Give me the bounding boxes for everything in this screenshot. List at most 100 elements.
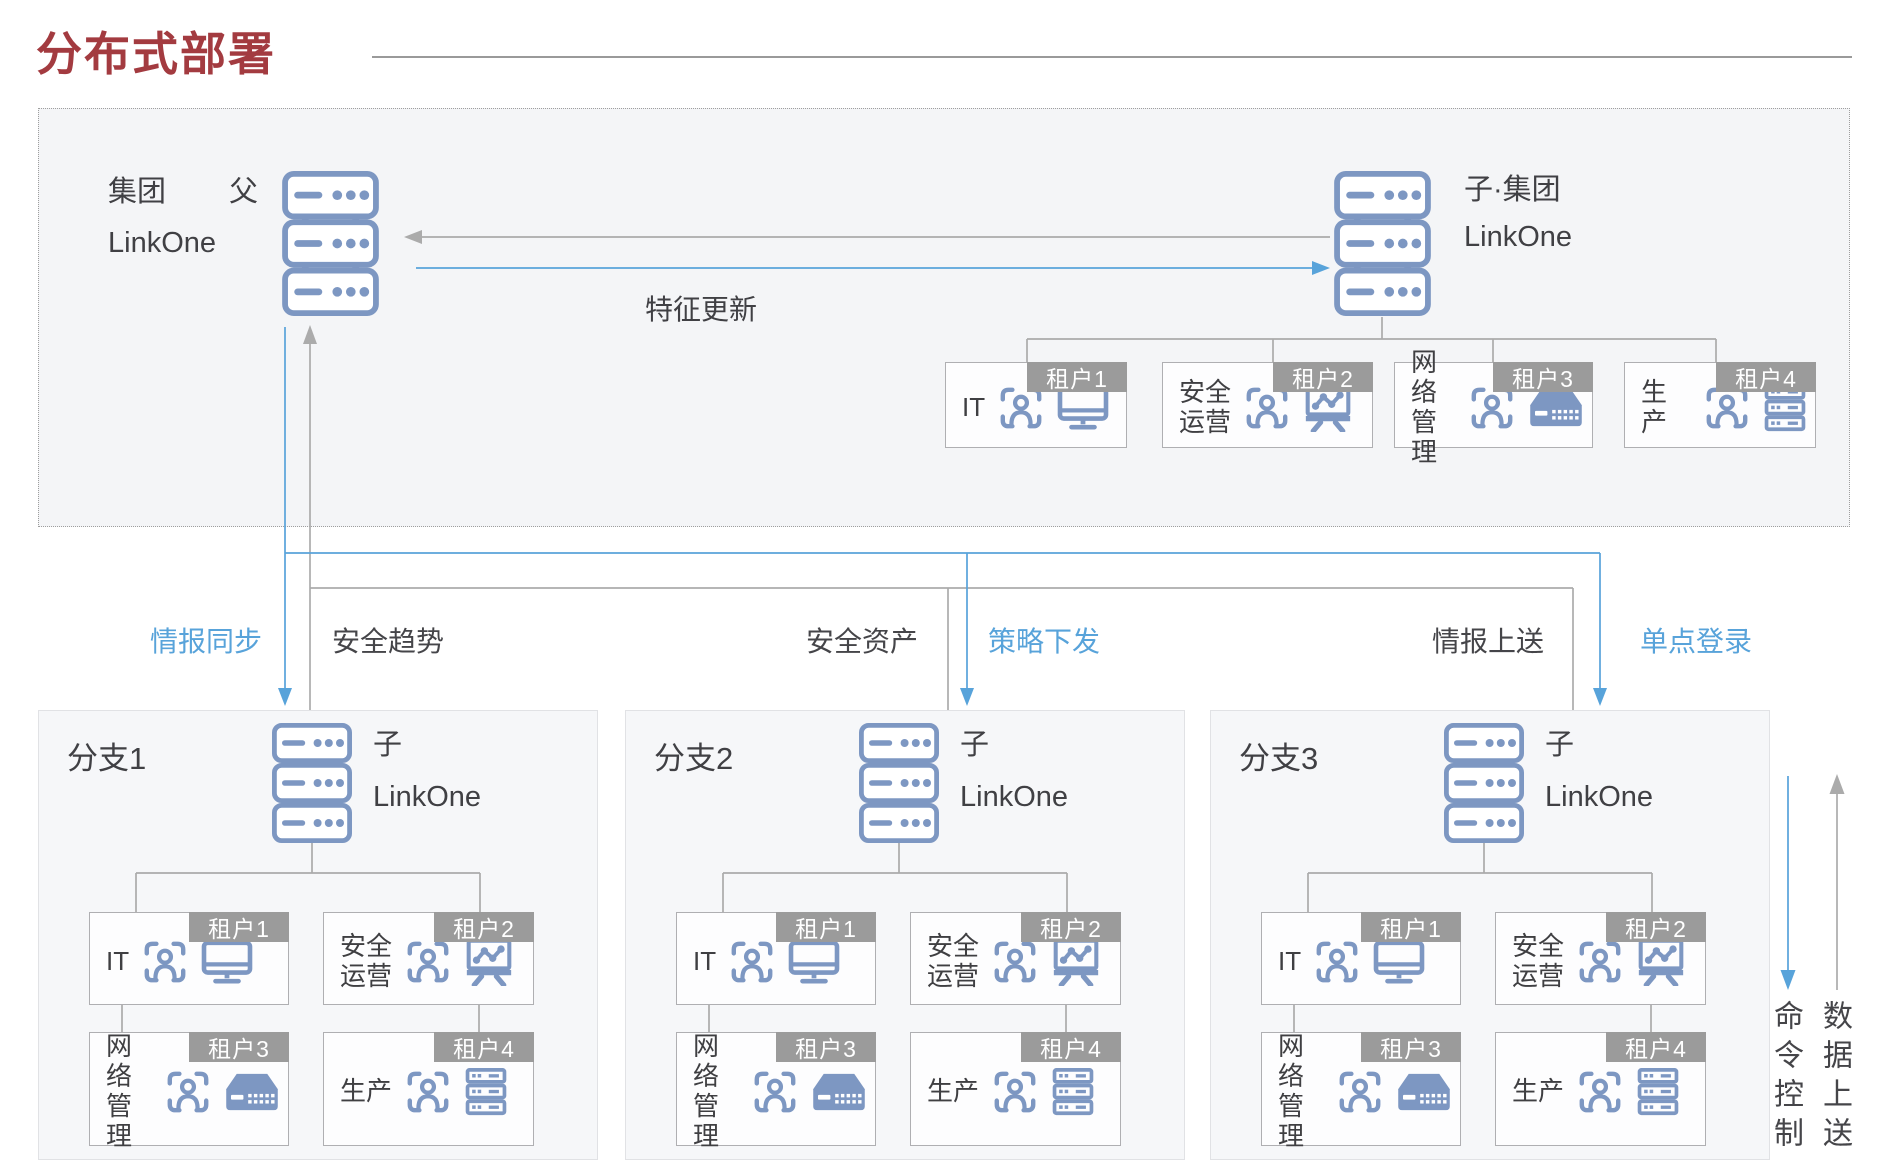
tenant-card: 租户2 安全 运营 xyxy=(1495,912,1706,1005)
presentation-board-icon xyxy=(1051,938,1101,986)
network-switch-icon xyxy=(1396,1071,1452,1113)
monitor-icon xyxy=(1373,939,1425,985)
user-scan-icon xyxy=(992,1069,1038,1115)
server-stack-icon xyxy=(859,723,939,843)
branch-box: 分支1 子 LinkOne 租户1 IT 租户2 安全 运营 xyxy=(38,710,598,1160)
command-control-label: 命令控制 xyxy=(1769,1000,1802,1156)
tenant-card: 租户4 生产 xyxy=(1495,1032,1706,1146)
branch-server-role: 子 xyxy=(373,729,403,761)
tenant-label: 网络 管理 xyxy=(693,1031,720,1151)
network-switch-icon xyxy=(811,1071,867,1113)
branch-name: 分支2 xyxy=(654,741,734,776)
tenant-tag: 租户4 xyxy=(1716,362,1816,392)
user-scan-icon xyxy=(992,939,1038,985)
tenant-card: 租户3 网络 管理 xyxy=(1261,1031,1461,1151)
tenant-tag: 租户4 xyxy=(1606,1032,1706,1062)
parent-role-label: 父 xyxy=(228,176,258,208)
tenant-label: 安全 运营 xyxy=(1179,377,1232,437)
branch-box: 分支2 子 LinkOne 租户1 IT 租户2 安全 运营 xyxy=(625,710,1185,1160)
network-switch-icon xyxy=(1528,387,1584,429)
branch-name: 分支3 xyxy=(1239,741,1319,776)
tenant-tag: 租户4 xyxy=(434,1032,534,1062)
branch-name: 分支1 xyxy=(67,741,147,776)
child-org-label: 子·集团 xyxy=(1464,174,1561,206)
flow-label-security-trend: 安全趋势 xyxy=(332,626,445,657)
tenant-card: 租户4 生产 xyxy=(1624,362,1816,448)
flow-label-intel-sync: 情报同步 xyxy=(150,626,263,657)
branch-box: 分支3 子 LinkOne 租户1 IT 租户2 安全 运营 xyxy=(1210,710,1770,1160)
tenant-card: 租户3 网络 管理 xyxy=(89,1031,289,1151)
tenant-label: 生产 xyxy=(1512,1076,1565,1107)
tenant-card: 租户4 生产 xyxy=(323,1032,534,1146)
tenant-card: 租户1 IT xyxy=(945,362,1127,448)
server-rack-icon xyxy=(464,1068,508,1116)
tenant-card: 租户3 网络 管理 xyxy=(676,1031,876,1151)
flow-label-sso: 单点登录 xyxy=(1640,626,1753,657)
server-rack-icon xyxy=(1051,1068,1095,1116)
parent-server-labels: 集团 父 LinkOne xyxy=(108,178,258,258)
server-stack-icon xyxy=(1444,723,1524,843)
user-scan-icon xyxy=(405,939,451,985)
tenant-tag: 租户1 xyxy=(1027,362,1127,392)
tenant-label: 网络 管理 xyxy=(1278,1031,1305,1151)
tenant-card: 租户3 网络 管理 xyxy=(1394,347,1593,467)
monitor-icon xyxy=(788,939,840,985)
tenant-tag: 租户4 xyxy=(1021,1032,1121,1062)
flow-label-security-asset: 安全资产 xyxy=(806,626,919,657)
tenant-tag: 租户3 xyxy=(776,1032,876,1062)
tenant-tag: 租户1 xyxy=(1361,912,1461,942)
tenant-tag: 租户3 xyxy=(1493,362,1593,392)
user-scan-icon xyxy=(752,1069,798,1115)
parent-product-label: LinkOne xyxy=(108,227,217,259)
page-title: 分布式部署 xyxy=(36,28,276,80)
tenant-label: 安全 运营 xyxy=(340,930,393,991)
tenant-label: 网络 管理 xyxy=(106,1031,133,1151)
tenant-tag: 租户2 xyxy=(1021,912,1121,942)
tenant-label: 安全 运营 xyxy=(1512,930,1565,991)
user-scan-icon xyxy=(1577,939,1623,985)
tenant-label: 生产 xyxy=(340,1076,393,1107)
server-stack-icon xyxy=(1334,171,1431,316)
tenant-label: IT xyxy=(962,392,986,423)
tenant-card: 租户4 生产 xyxy=(910,1032,1121,1146)
branch-server-product: LinkOne xyxy=(1545,781,1654,813)
presentation-board-icon xyxy=(464,938,514,986)
flow-label-policy-push: 策略下发 xyxy=(988,626,1101,657)
tenant-card: 租户1 IT xyxy=(676,912,876,1005)
tenant-tag: 租户2 xyxy=(1273,362,1373,392)
data-upload-label: 数据上送 xyxy=(1818,1000,1851,1156)
branch-server-role: 子 xyxy=(960,729,990,761)
tenant-tag: 租户3 xyxy=(189,1032,289,1062)
user-scan-icon xyxy=(729,939,775,985)
server-rack-icon xyxy=(1636,1068,1680,1116)
tenant-card: 租户2 安全 运营 xyxy=(323,912,534,1005)
branch-server-role: 子 xyxy=(1545,729,1575,761)
tenant-tag: 租户1 xyxy=(776,912,876,942)
tenant-tag: 租户1 xyxy=(189,912,289,942)
tenant-label: IT xyxy=(106,945,130,976)
tenant-tag: 租户2 xyxy=(434,912,534,942)
user-scan-icon xyxy=(1314,939,1360,985)
user-scan-icon xyxy=(142,939,188,985)
tenant-label: IT xyxy=(693,945,717,976)
tenant-tag: 租户3 xyxy=(1361,1032,1461,1062)
tenant-label: 生产 xyxy=(927,1076,980,1107)
child-product-label: LinkOne xyxy=(1464,221,1573,253)
tenant-label: 网络 管理 xyxy=(1411,347,1438,467)
tenant-label: 生产 xyxy=(1641,377,1668,437)
tenant-card: 租户1 IT xyxy=(1261,912,1461,1005)
user-scan-icon xyxy=(165,1069,211,1115)
user-scan-icon xyxy=(405,1069,451,1115)
user-scan-icon xyxy=(1577,1069,1623,1115)
tenant-label: 安全 运营 xyxy=(927,930,980,991)
tenant-card: 租户1 IT xyxy=(89,912,289,1005)
server-stack-icon xyxy=(272,723,352,843)
tenant-card: 租户2 安全 运营 xyxy=(1162,362,1373,448)
monitor-icon xyxy=(201,939,253,985)
feature-update-label: 特征更新 xyxy=(645,294,758,325)
branch-server-product: LinkOne xyxy=(960,781,1069,813)
title-rule xyxy=(372,56,1852,58)
user-scan-icon xyxy=(1337,1069,1383,1115)
tenant-label: IT xyxy=(1278,945,1302,976)
